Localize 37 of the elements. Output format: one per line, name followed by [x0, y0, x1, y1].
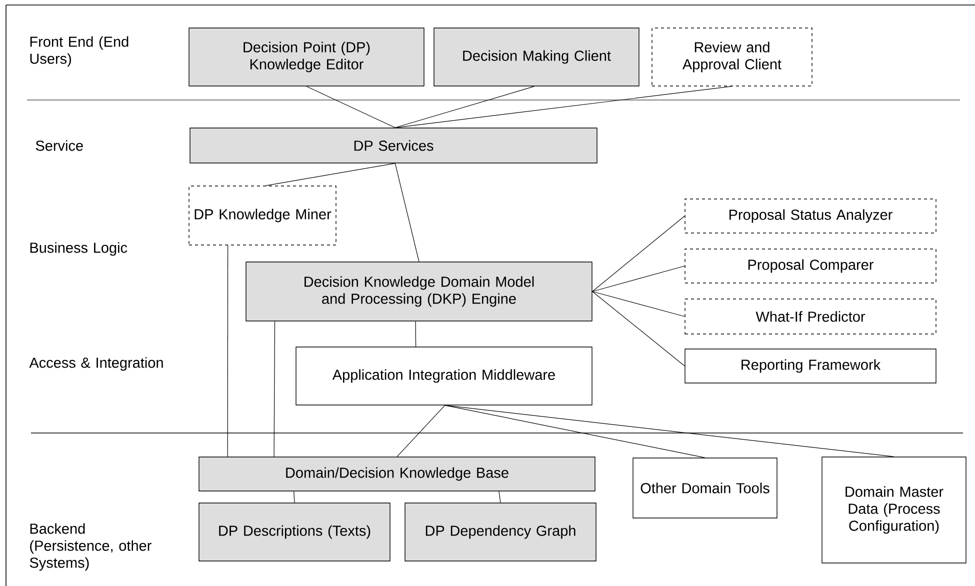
component-box: Decision Making Client [434, 28, 640, 86]
layer-label: Business Logic [30, 242, 128, 256]
layer-label: Backend (Persistence, other Systems) [30, 523, 152, 571]
component-box: Application Integration Middleware [296, 346, 592, 406]
component-box: Decision Point (DP) Knowledge Editor [188, 28, 424, 86]
connector-line [592, 266, 685, 292]
connector-line [265, 163, 396, 186]
component-box: DP Descriptions (Texts) [198, 502, 390, 562]
connector-line [274, 321, 276, 457]
connector-line [444, 405, 894, 457]
component-box: Decision Knowledge Domain Model and Processing (DKP) Engine [246, 262, 592, 322]
connector-line [394, 86, 535, 128]
connector-line [294, 491, 295, 503]
connector-line [592, 291, 685, 366]
connector-line [592, 216, 685, 292]
connector-line [498, 491, 501, 503]
component-box: DP Services [190, 128, 598, 164]
connector-line [415, 321, 416, 347]
component-box: Domain/Decision Knowledge Base [198, 456, 596, 492]
connector-line [306, 86, 396, 128]
connector-line [592, 291, 685, 317]
component-box: DP Dependency Graph [404, 502, 596, 562]
component-box: Other Domain Tools [632, 458, 778, 518]
connector-line [394, 163, 420, 262]
layer-label: Access & Integration [29, 357, 163, 371]
connector-line [227, 245, 228, 457]
component-box: Reporting Framework [684, 348, 936, 384]
connector-line [394, 86, 732, 128]
component-box: DP Knowledge Miner [188, 186, 336, 246]
component-box: Proposal Status Analyzer [684, 198, 936, 234]
component-box: What-If Predictor [684, 298, 936, 334]
connector-line [396, 405, 446, 457]
component-box: Domain Master Data (Process Configuration) [822, 456, 966, 564]
component-box: Review and Approval Client [652, 28, 812, 86]
layer-label: Front End (End Users) [30, 36, 128, 67]
layer-label: Service [36, 140, 83, 151]
component-box: Proposal Comparer [684, 248, 936, 284]
